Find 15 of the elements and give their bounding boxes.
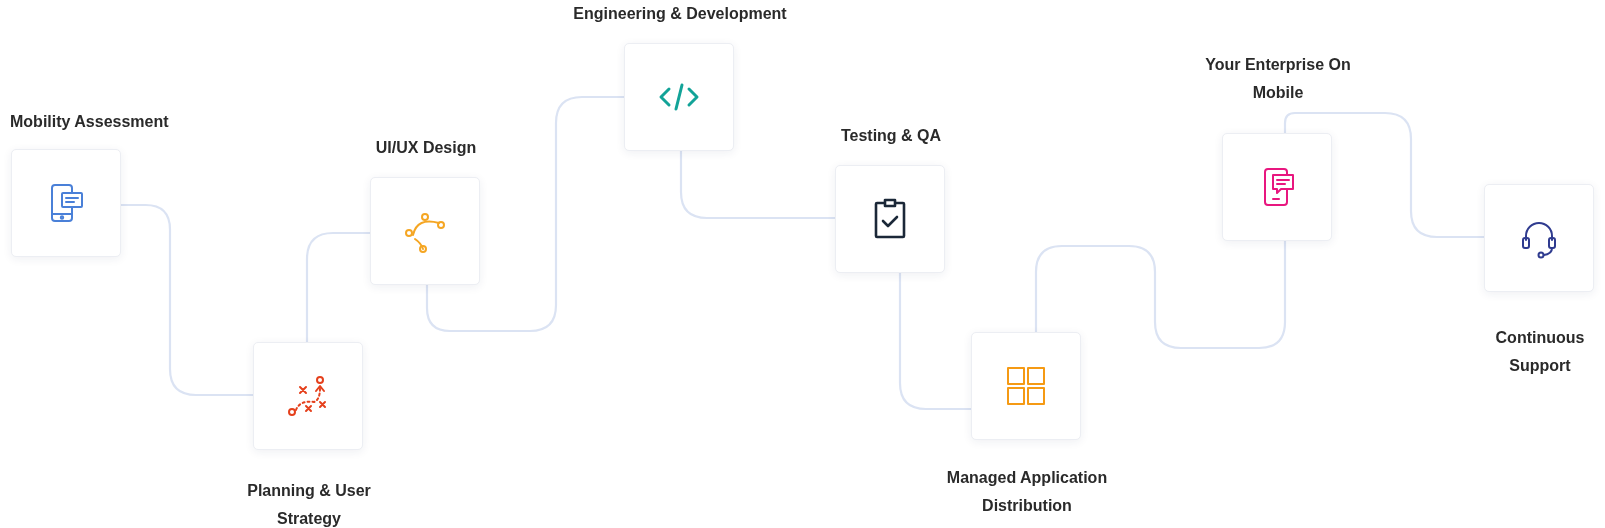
step-title: Mobility Assessment (10, 112, 170, 132)
step-title: Planning & User Strategy (246, 481, 372, 528)
step-title: Your Enterprise On Mobile (1204, 55, 1352, 103)
step-title: UI/UX Design (374, 138, 478, 158)
connector-line (1283, 111, 1484, 239)
step-title: Managed Application Distribution (945, 468, 1109, 516)
connector-line (1034, 241, 1287, 350)
step-title: Engineering & Development (572, 4, 788, 24)
connector-line (898, 273, 971, 411)
connector-line (425, 95, 624, 333)
connector-line (121, 203, 253, 397)
step-title: Testing & QA (839, 126, 943, 146)
step-title: Continuous Support (1494, 328, 1586, 376)
connector-line (679, 151, 835, 220)
connector-line (305, 231, 370, 342)
